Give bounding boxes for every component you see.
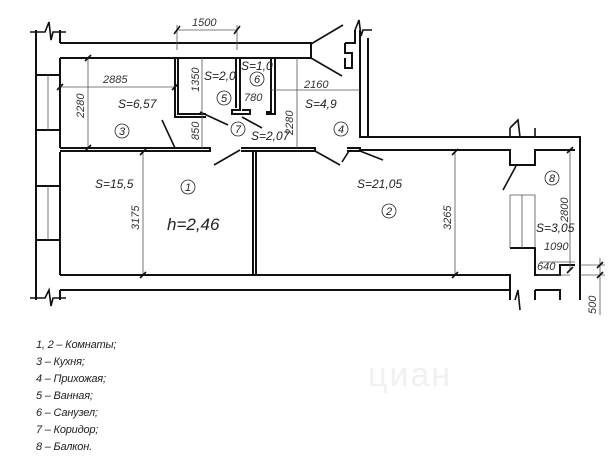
dimension-lines [56,25,605,315]
dim-1500: 1500 [192,17,217,29]
room-2-area: S=21,05 [357,177,402,191]
room-6-area: S=1,0 [241,59,273,73]
room-numbers: 1 2 3 4 5 6 7 8 [114,71,560,219]
legend-item: 5 – Ванная; [36,390,93,402]
dim-500: 500 [587,295,599,314]
dim-2885: 2885 [102,74,128,86]
room-8-number: 8 [549,173,556,185]
room-5-number: 5 [221,93,228,105]
room-4-number: 4 [338,124,344,136]
legend-item: 8 – Балкон. [36,441,92,453]
legend-item: 6 – Санузел; [36,407,98,419]
watermark: циан [368,356,453,394]
room-8-area: S=3,05 [536,221,575,235]
dim-2280-hall: 2280 [284,110,296,136]
room-2-number: 2 [385,206,392,218]
legend-item: 7 – Коридор; [36,424,99,436]
room-1-area: S=15,5 [95,177,134,191]
room-6-number: 6 [254,74,261,86]
dim-3175: 3175 [130,205,142,230]
legend-item: 4 – Прихожая; [36,373,106,385]
dim-1350: 1350 [190,67,202,92]
room-areas: S=15,5 S=21,05 S=6,57 S=4,9 S=2,0 S=1,0 … [95,59,575,235]
dim-780: 780 [244,92,263,104]
walls [30,19,581,311]
room-4-area: S=4,9 [305,97,337,111]
ceiling-height: h=2,46 [167,215,220,234]
legend-item: 3 – Кухня; [36,356,85,368]
room-7-number: 7 [235,124,242,136]
dim-640: 640 [537,261,556,273]
dim-1090: 1090 [544,241,569,253]
room-3-area: S=6,57 [118,97,158,111]
dim-850: 850 [190,121,202,140]
room-7-area: S=2,07 [251,129,291,143]
room-5-area: S=2,0 [204,69,236,83]
legend-item: 1, 2 – Комнаты; [36,339,117,351]
room-1-number: 1 [185,182,191,194]
room-3-number: 3 [119,126,126,138]
dim-3265: 3265 [442,205,454,230]
dim-2280-kitchen: 2280 [75,93,87,119]
dim-2160: 2160 [303,79,329,91]
room-legend: 1, 2 – Комнаты; 3 – Кухня; 4 – Прихожая;… [36,337,116,456]
dim-2800: 2800 [559,197,571,223]
dimension-labels: 1500 2885 2280 1350 850 780 2280 2160 31… [75,17,599,314]
